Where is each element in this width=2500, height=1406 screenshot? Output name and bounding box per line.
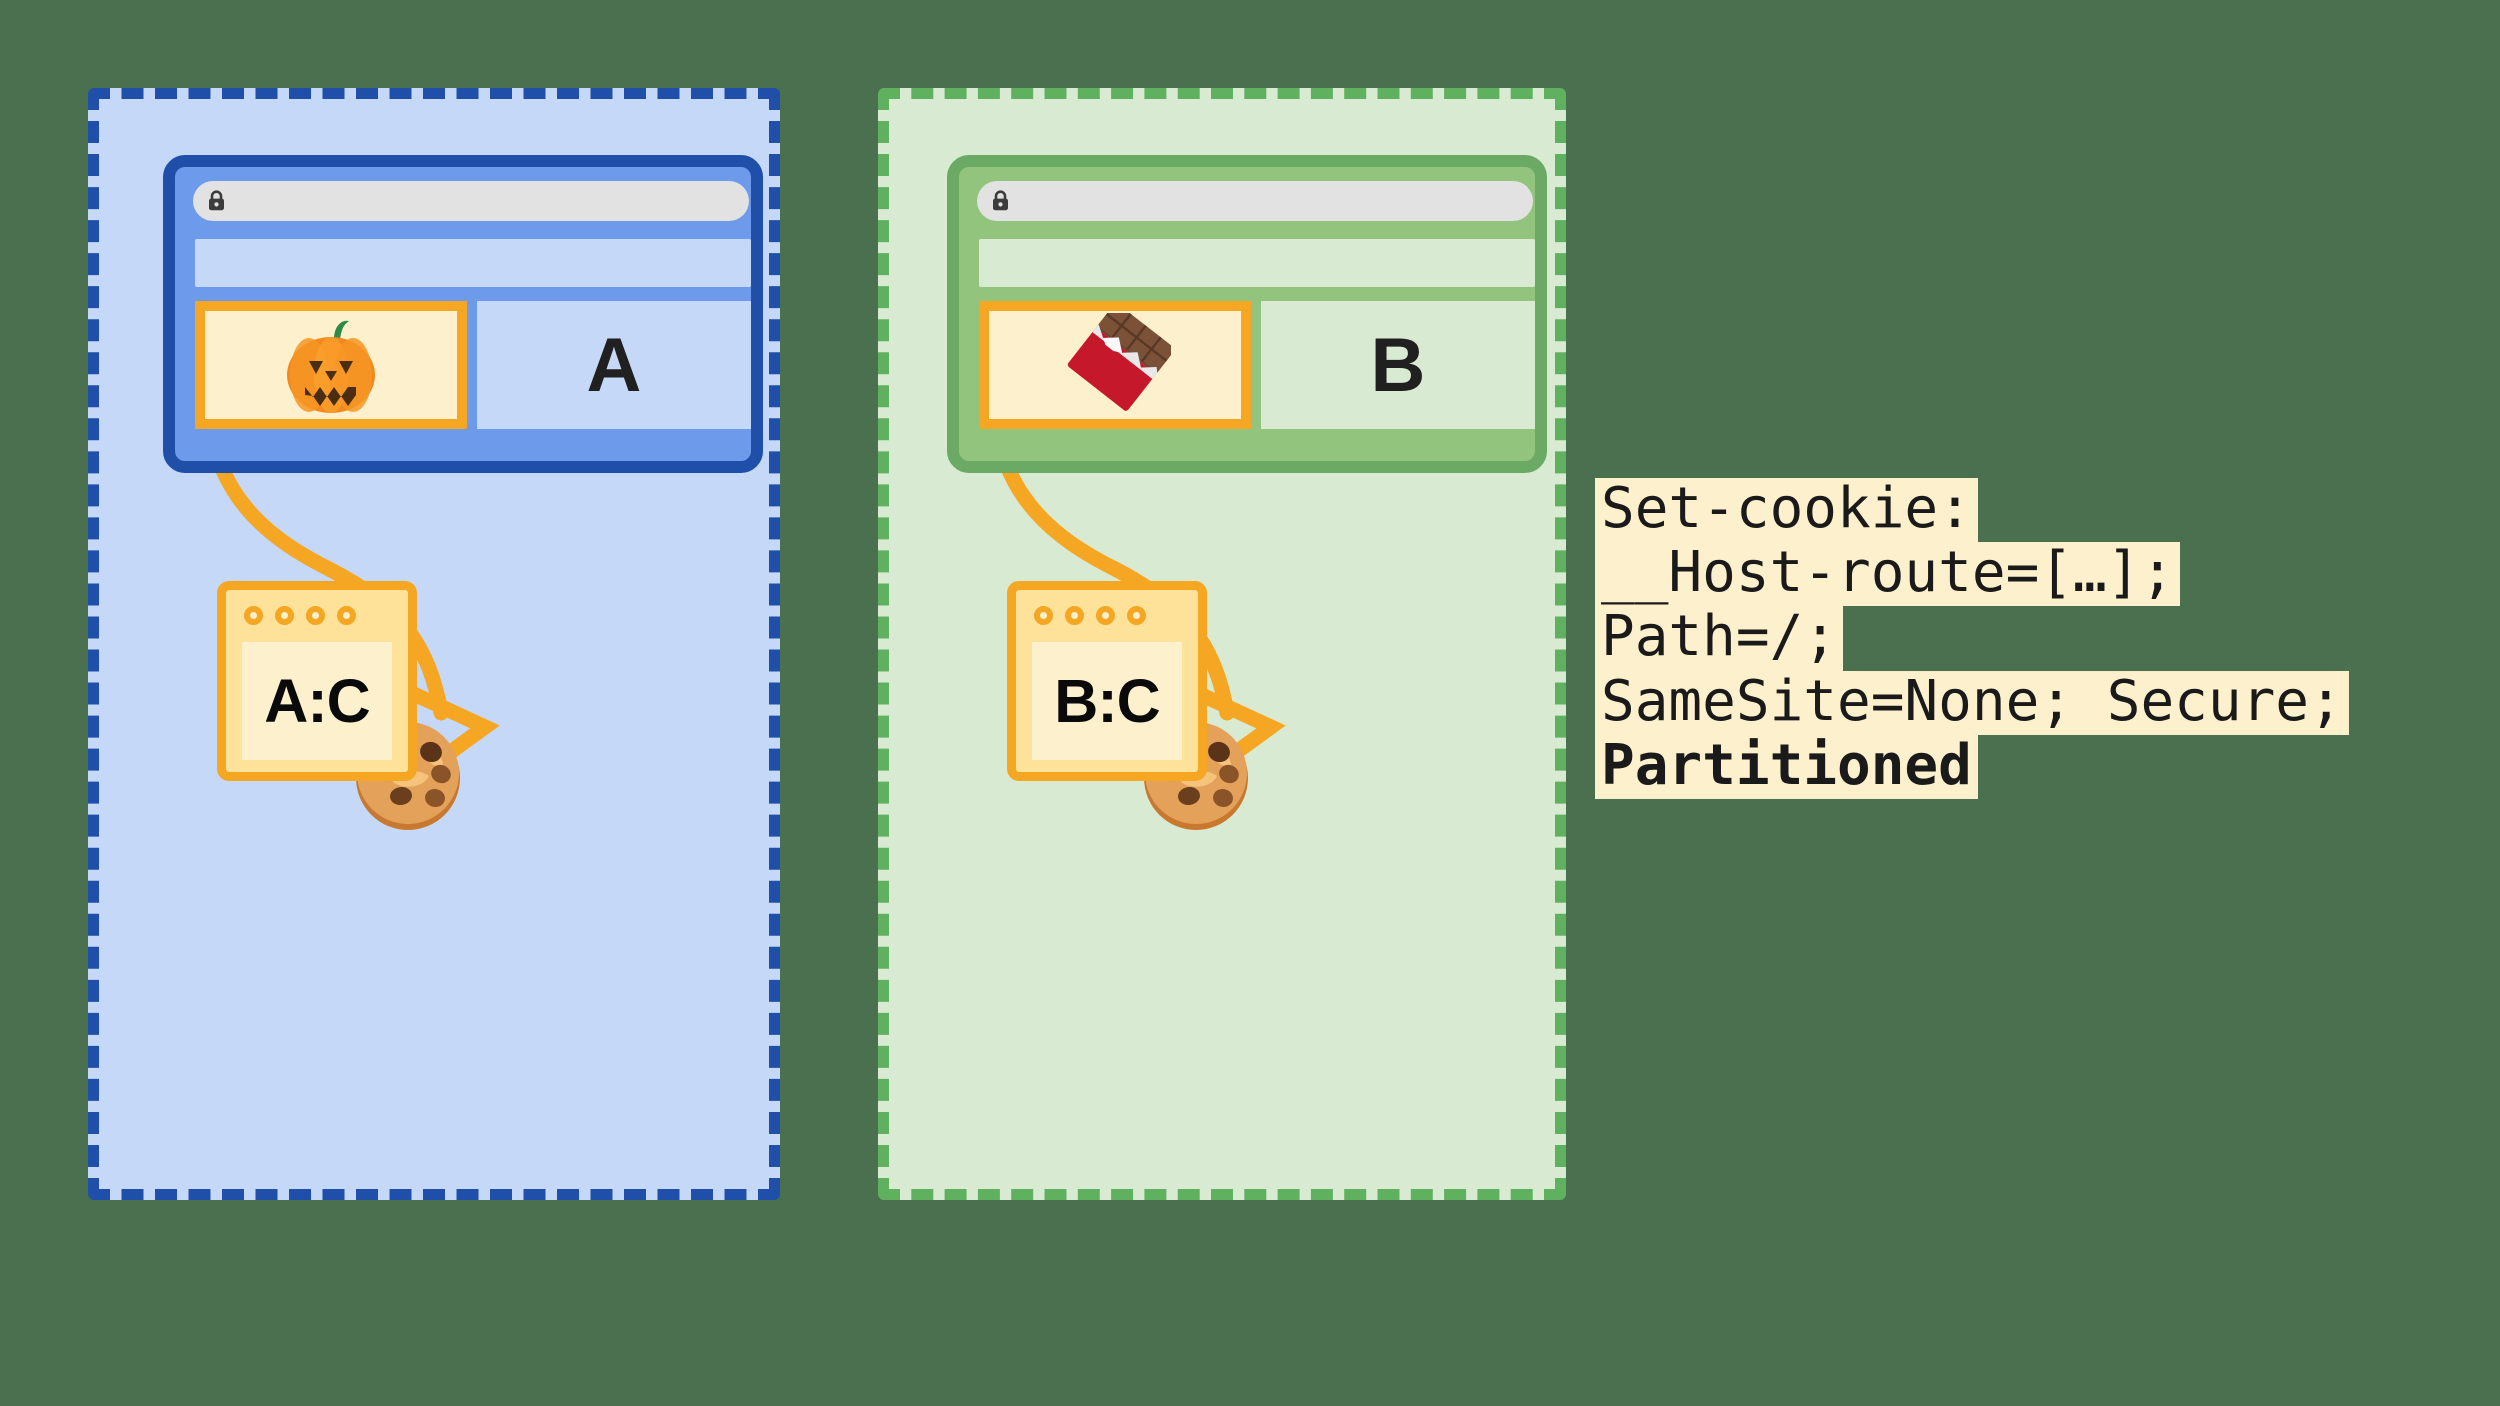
lock-icon: [991, 190, 1010, 212]
storage-dots-b: [1034, 606, 1146, 625]
storage-dot: [244, 606, 263, 625]
partition-b: B: [878, 88, 1566, 1200]
embedded-iframe-b[interactable]: [979, 301, 1251, 429]
code-line-set-cookie: Set-cookie:: [1595, 478, 1978, 543]
storage-dot: [1127, 606, 1146, 625]
code-line-path: Path=/;: [1595, 606, 1844, 671]
storage-label-b: B:C: [1032, 642, 1182, 760]
url-bar-b[interactable]: [977, 181, 1533, 221]
url-bar-a[interactable]: [193, 181, 749, 221]
jack-o-lantern-icon: [277, 313, 385, 417]
storage-dot: [275, 606, 294, 625]
code-line-partitioned: Partitioned: [1595, 734, 1978, 800]
site-label-b: B: [1261, 301, 1535, 429]
chocolate-bar-icon: [1059, 313, 1171, 417]
storage-dot: [1034, 606, 1053, 625]
code-line-samesite: SameSite=None; Secure;: [1595, 670, 2349, 735]
lock-icon: [207, 190, 226, 212]
set-cookie-header-code: Set-cookie: __Host-route=[…]; Path=/; Sa…: [1595, 478, 2349, 800]
storage-dot: [337, 606, 356, 625]
browser-window-a[interactable]: A: [163, 155, 763, 473]
page-banner-b: [979, 239, 1535, 287]
partition-a: A: [88, 88, 780, 1200]
page-banner-a: [195, 239, 751, 287]
storage-partition-b[interactable]: B:C: [1007, 581, 1207, 781]
storage-label-a: A:C: [242, 642, 392, 760]
storage-dots-a: [244, 606, 356, 625]
code-line-host-route: __Host-route=[…];: [1595, 542, 2181, 607]
storage-dot: [1065, 606, 1084, 625]
browser-window-b[interactable]: B: [947, 155, 1547, 473]
storage-dot: [1096, 606, 1115, 625]
site-label-a: A: [477, 301, 751, 429]
storage-partition-a[interactable]: A:C: [217, 581, 417, 781]
embedded-iframe-a[interactable]: [195, 301, 467, 429]
storage-dot: [306, 606, 325, 625]
